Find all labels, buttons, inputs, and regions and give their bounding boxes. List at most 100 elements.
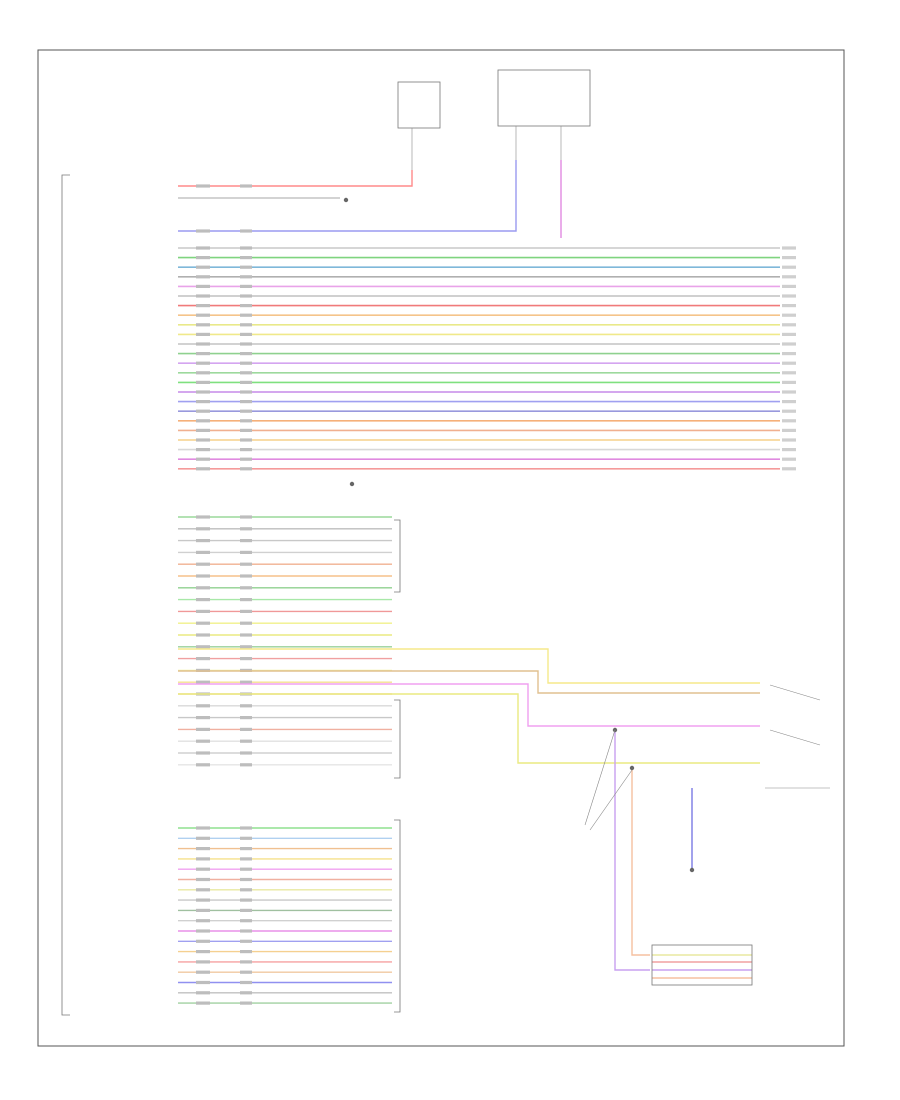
wire-label-mark	[196, 419, 210, 423]
wire-label-mark	[196, 991, 210, 995]
wire-label-mark	[196, 586, 210, 590]
wire-label-mark	[782, 304, 796, 308]
wire-label-mark	[240, 633, 252, 637]
wire-label-mark	[196, 657, 210, 661]
wire-label-mark	[196, 888, 210, 892]
wire-label-mark	[782, 265, 796, 269]
wire-label-mark	[240, 621, 252, 625]
wire-label-mark	[240, 457, 252, 461]
wire-label-mark	[196, 284, 210, 288]
wire-label-mark	[782, 419, 796, 423]
wire-label-mark	[240, 898, 252, 902]
wire-label-mark	[240, 467, 252, 471]
wire-label-mark	[240, 400, 252, 404]
connector-bracket-3	[394, 819, 401, 1013]
wire-label-mark	[196, 371, 210, 375]
wire-label-mark	[240, 390, 252, 394]
wire-label-mark	[196, 400, 210, 404]
wire-label-mark	[196, 633, 210, 637]
wire-label-mark	[240, 352, 252, 356]
wire-label-mark	[196, 304, 210, 308]
wire-label-mark	[196, 184, 210, 188]
right-wire-5	[614, 730, 650, 971]
wire-label-mark	[196, 877, 210, 882]
wire-label-mark	[240, 657, 252, 661]
right-wire-1	[178, 648, 760, 684]
wire-label-mark	[240, 284, 252, 288]
module-bracket	[61, 174, 70, 1016]
wire-label-mark	[196, 950, 210, 954]
diagram-frame	[37, 49, 845, 1047]
wire-label-mark	[196, 275, 210, 279]
wire-label-mark	[782, 467, 796, 471]
wire-label-mark	[240, 857, 252, 861]
wire-label-mark	[196, 323, 210, 327]
wire-label-mark	[240, 550, 252, 554]
wire-label-mark	[196, 980, 210, 985]
wire-label-mark	[782, 448, 796, 452]
wire-label-mark	[782, 457, 796, 461]
wire-label-mark	[240, 294, 252, 298]
bottom-wire-group	[178, 826, 392, 1005]
wire-label-mark	[782, 409, 796, 413]
wire-label-mark	[240, 265, 252, 269]
wire-label-mark	[240, 960, 252, 964]
wire-label-mark	[240, 888, 252, 892]
wire-label-mark	[196, 294, 210, 298]
wire-label-mark	[240, 371, 252, 375]
wire-label-mark	[196, 751, 210, 755]
wire-label-mark	[240, 751, 252, 755]
wire-label-mark	[196, 229, 210, 233]
wire-label-mark	[240, 763, 252, 767]
wire-label-mark	[240, 586, 252, 590]
right-wire-2	[178, 670, 760, 694]
wire-label-mark	[240, 419, 252, 423]
ground-node	[349, 481, 355, 487]
wire-label-mark	[240, 184, 252, 188]
wire-label-mark	[196, 550, 210, 554]
wire-label-mark	[240, 939, 252, 943]
wire-label-mark	[240, 1001, 252, 1005]
wire-label-mark	[782, 275, 796, 279]
wire-label-mark	[240, 645, 252, 649]
bottom-connector	[651, 944, 753, 986]
wire-label-mark	[782, 342, 796, 346]
right-wire-4	[178, 683, 760, 727]
splice-node	[629, 765, 635, 771]
wire-label-mark	[240, 847, 252, 851]
wire-label-mark	[240, 515, 252, 519]
wire-label-mark	[240, 448, 252, 452]
wire-label-mark	[196, 428, 210, 432]
wire-label-mark	[196, 562, 210, 566]
wire-label-mark	[240, 313, 252, 317]
top-circuits	[178, 160, 562, 238]
wire-label-mark	[196, 409, 210, 413]
wire-label-mark	[196, 826, 210, 830]
wire-label-mark	[196, 727, 210, 731]
splice-callout	[584, 729, 633, 831]
connector-bracket-1	[394, 519, 401, 593]
wire-label-mark	[196, 515, 210, 519]
wire-label-mark	[196, 960, 210, 964]
wire-label-mark	[240, 380, 252, 384]
wire-label-mark	[240, 438, 252, 442]
wire-label-mark	[240, 332, 252, 336]
right-wire-6	[631, 768, 650, 956]
wire-label-mark	[196, 598, 210, 602]
ground-node	[343, 197, 349, 203]
right-wire-3	[178, 693, 760, 764]
middle-wire-group	[178, 515, 392, 767]
wire-label-mark	[196, 527, 210, 531]
wire-label-mark	[240, 826, 252, 830]
wire-label-mark	[782, 361, 796, 365]
wire-label-mark	[196, 467, 210, 471]
wire-label-mark	[196, 342, 210, 346]
wire-label-mark	[240, 275, 252, 279]
wire-label-mark	[782, 294, 796, 298]
fuse-box-right	[497, 69, 591, 160]
wire-label-mark	[782, 390, 796, 394]
wire-label-mark	[240, 342, 252, 346]
wire-label-mark	[240, 727, 252, 731]
wire-label-mark	[196, 739, 210, 743]
